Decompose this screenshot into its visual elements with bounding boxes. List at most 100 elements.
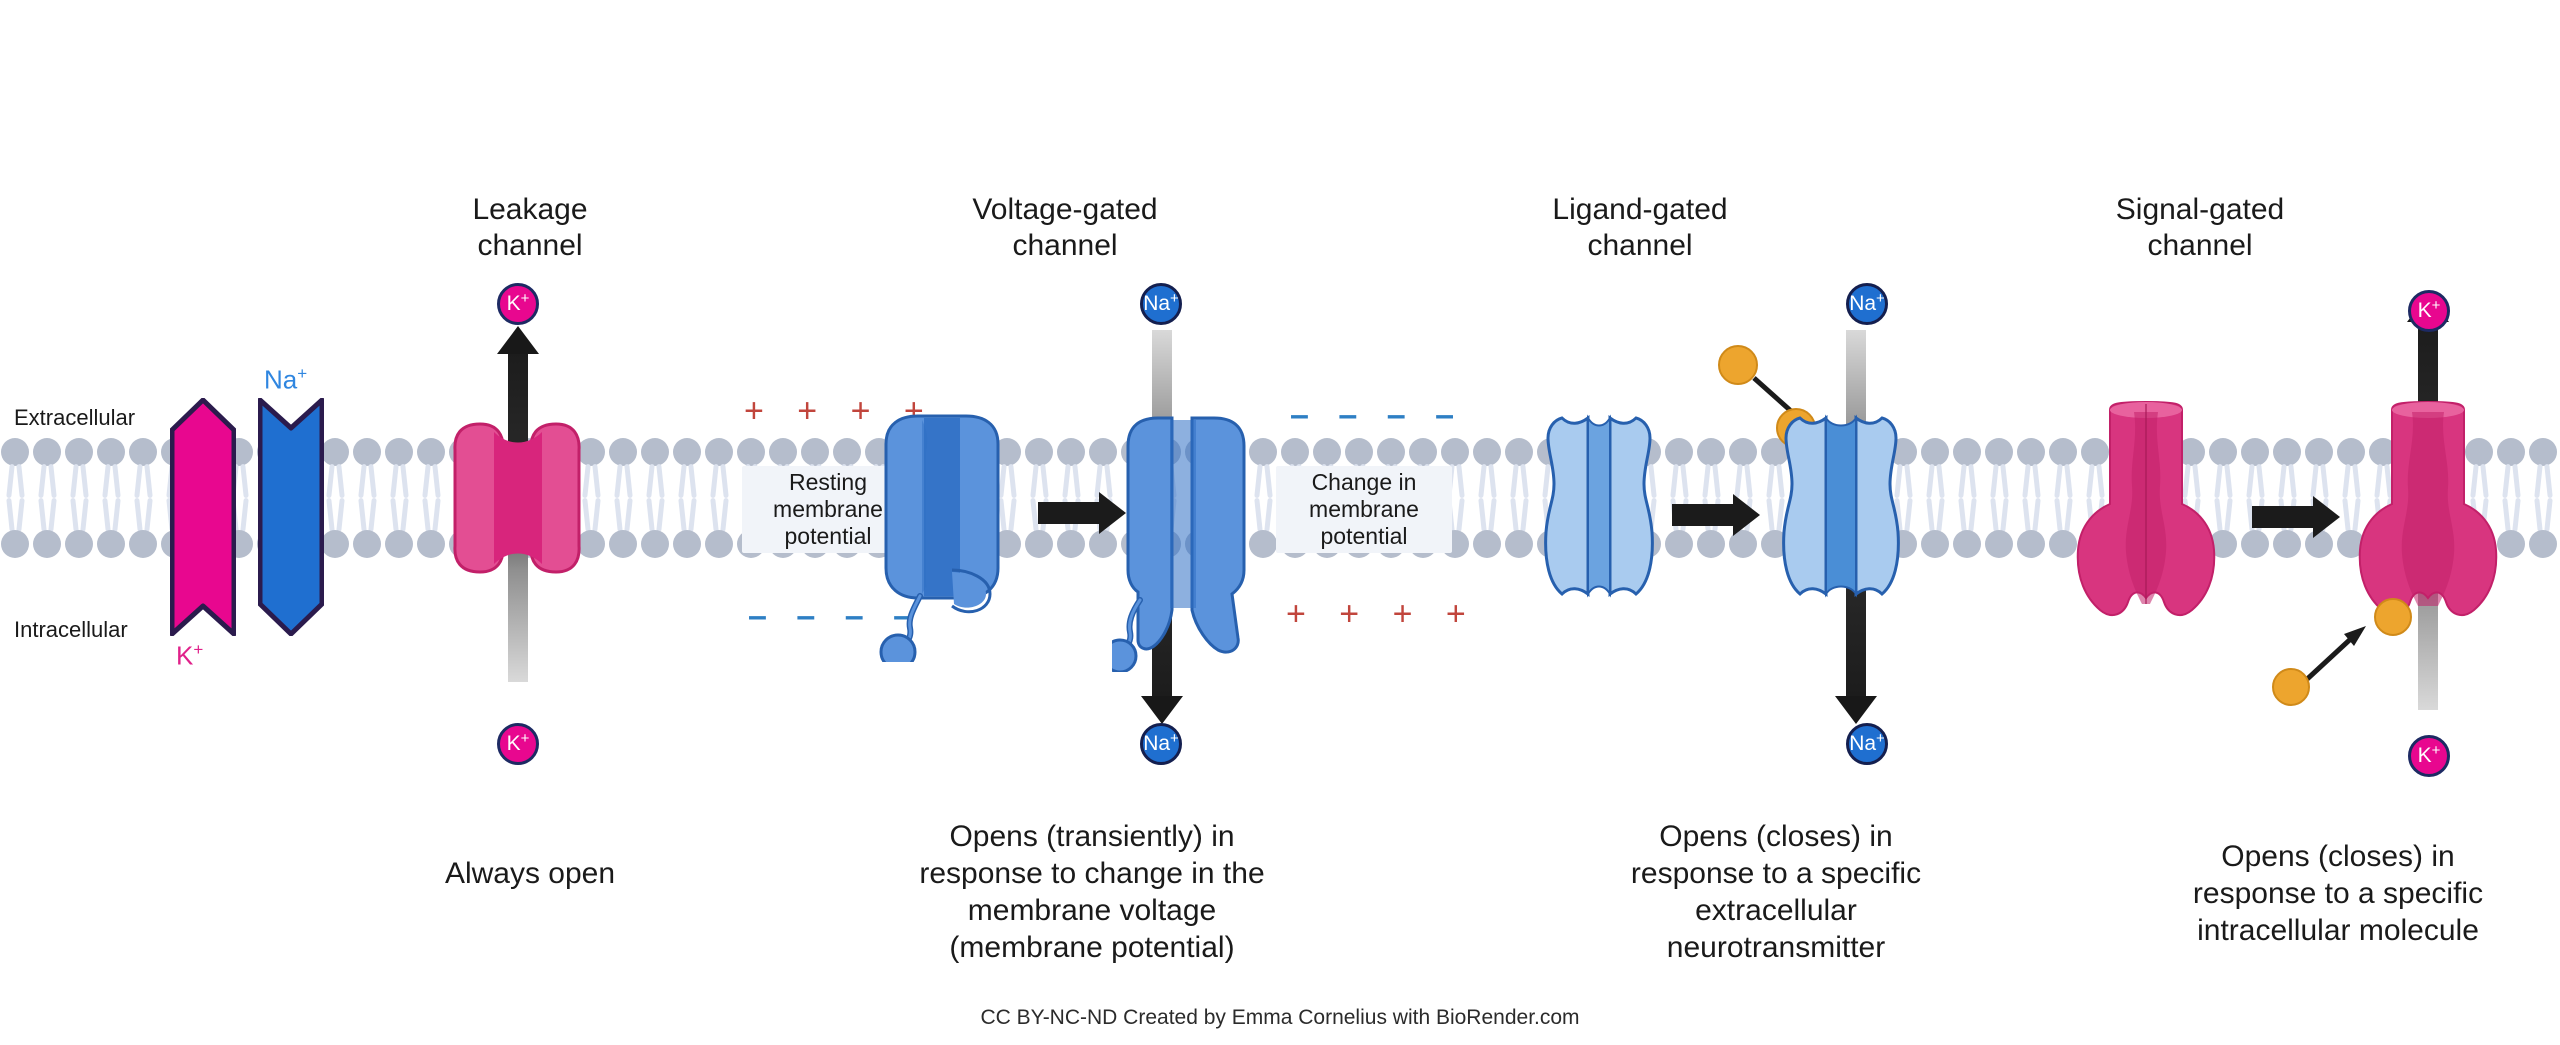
phospholipid-tail <box>320 498 352 532</box>
phospholipid-tail <box>96 498 128 532</box>
phospholipid-tail <box>704 464 736 498</box>
phospholipid-tail <box>352 464 384 498</box>
phospholipid-head <box>1920 530 1952 558</box>
charge-row-minus-resting: – – – – <box>748 597 922 635</box>
phospholipid-head <box>1248 438 1280 466</box>
phospholipid-tail <box>1984 464 2016 498</box>
ion-label: Na <box>1143 292 1171 315</box>
phospholipid-head <box>1696 530 1728 558</box>
phospholipid-tail <box>2240 464 2272 498</box>
phospholipid-head <box>384 438 416 466</box>
phospholipid-tail <box>128 498 160 532</box>
phospholipid-tail <box>1504 464 1536 498</box>
ion-potassium-bottom-signal-gated: K+ <box>2408 735 2450 777</box>
ion-label: K <box>506 732 521 755</box>
phospholipid-head <box>2496 530 2528 558</box>
phospholipid-tail <box>0 464 32 498</box>
phospholipid-head <box>1024 530 1056 558</box>
phospholipid-tail <box>608 498 640 532</box>
phospholipid-tail <box>640 464 672 498</box>
phospholipid-head <box>416 438 448 466</box>
ligand-gated-open-shape <box>1782 414 1900 598</box>
phospholipid-tail <box>640 498 672 532</box>
phospholipid-head <box>736 438 768 466</box>
phospholipid-tail <box>2016 498 2048 532</box>
phospholipid-tail <box>1472 464 1504 498</box>
phospholipid-head <box>2240 438 2272 466</box>
phospholipid-head <box>96 438 128 466</box>
panel-title-leakage: Leakage channel <box>472 193 588 262</box>
phospholipid-head <box>832 438 864 466</box>
ion-label: Na <box>1849 732 1877 755</box>
flow-arrowhead <box>497 326 539 354</box>
phospholipid-tail <box>320 464 352 498</box>
phospholipid-head <box>1920 438 1952 466</box>
phospholipid-tail <box>1728 464 1760 498</box>
phospholipid-head <box>32 438 64 466</box>
phospholipid-tail <box>608 464 640 498</box>
phospholipid-head <box>2048 530 2080 558</box>
phospholipid-tail <box>2528 498 2560 532</box>
phospholipid-head <box>1504 530 1536 558</box>
phospholipid-head <box>2528 530 2560 558</box>
panel-caption-leakage: Always open <box>444 857 616 890</box>
phospholipid-tail <box>128 464 160 498</box>
phospholipid-head <box>1056 438 1088 466</box>
phospholipid-head <box>2208 438 2240 466</box>
phospholipid-head <box>1504 438 1536 466</box>
phospholipid-head <box>1344 438 1376 466</box>
phospholipid-head <box>2080 438 2112 466</box>
ion-label: Na <box>1849 292 1877 315</box>
ion-label: K <box>2417 744 2432 767</box>
phospholipid-tail <box>1024 464 1056 498</box>
phospholipid-head <box>128 438 160 466</box>
phospholipid-head <box>800 438 832 466</box>
phospholipid-head <box>640 530 672 558</box>
phospholipid-tail <box>2016 464 2048 498</box>
voltage-gated-channel-closed <box>862 412 1022 671</box>
charge-row-minus-changed: – – – – <box>1290 396 1464 434</box>
ion-sodium-top-ligand-gated: Na+ <box>1846 283 1888 325</box>
phospholipid-tail <box>1696 464 1728 498</box>
phospholipid-head <box>64 530 96 558</box>
phospholipid-head <box>1376 438 1408 466</box>
phospholipid-tail <box>2304 464 2336 498</box>
phospholipid-tail <box>1920 498 1952 532</box>
phospholipid-head <box>2016 530 2048 558</box>
transition-arrow-signal-gated <box>2252 506 2314 528</box>
sodium-gradient-marker <box>257 397 325 637</box>
ligand-gated-closed-shape <box>1544 414 1654 598</box>
na-text: Na <box>264 364 298 395</box>
phospholipid-head <box>128 530 160 558</box>
phospholipid-head <box>1472 530 1504 558</box>
phospholipid-head <box>2528 438 2560 466</box>
phospholipid-head <box>1024 438 1056 466</box>
phospholipid-head <box>576 530 608 558</box>
phospholipid-tail <box>384 464 416 498</box>
flow-arrowhead <box>1835 696 1877 724</box>
phospholipid-head <box>608 438 640 466</box>
phospholipid-head <box>1696 438 1728 466</box>
signal-gated-closed-shape <box>2076 400 2216 617</box>
potassium-gradient-marker <box>169 397 237 637</box>
intracellular-signal-bound <box>2374 598 2412 636</box>
phospholipid-tail <box>64 464 96 498</box>
label-intracellular: Intracellular <box>14 617 128 642</box>
phospholipid-tail <box>1664 464 1696 498</box>
intracellular-signal-free <box>2272 668 2310 706</box>
phospholipid-head <box>32 530 64 558</box>
phospholipid-head <box>1088 530 1120 558</box>
phospholipid-tail <box>96 464 128 498</box>
phospholipid-head <box>1408 438 1440 466</box>
phospholipid-head <box>384 530 416 558</box>
ligand-gated-channel-closed <box>1540 412 1658 600</box>
phospholipid-head <box>576 438 608 466</box>
signal-gated-channel-open <box>2354 400 2502 632</box>
phospholipid-head <box>1952 438 1984 466</box>
phospholipid-tail <box>2272 464 2304 498</box>
phospholipid-head <box>1472 438 1504 466</box>
phospholipid-tail <box>2528 464 2560 498</box>
phospholipid-head <box>1440 438 1472 466</box>
phospholipid-head <box>1984 530 2016 558</box>
